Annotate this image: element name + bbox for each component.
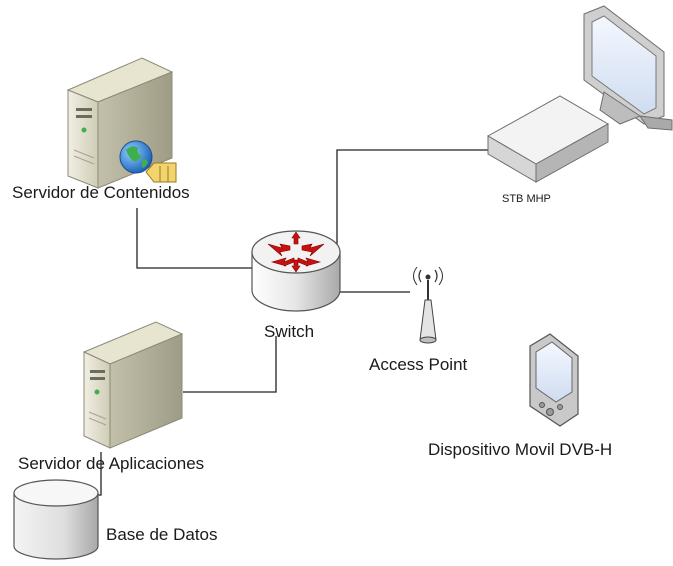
link-content-server-switch bbox=[136, 208, 256, 269]
content-server-icon bbox=[66, 57, 174, 189]
switch-icon bbox=[251, 230, 341, 312]
link-switch-stb bbox=[336, 149, 500, 260]
pda-icon bbox=[529, 333, 579, 427]
server-icon bbox=[82, 321, 184, 449]
switch-label: Switch bbox=[264, 322, 315, 341]
app-server-label: Servidor de Aplicaciones bbox=[18, 454, 205, 473]
content-server-label: Servidor de Contenidos bbox=[12, 183, 190, 202]
access-point-antenna-icon bbox=[413, 266, 443, 344]
link-switch-app-server bbox=[183, 336, 277, 393]
connector-lines bbox=[56, 149, 500, 496]
database-cylinder-icon bbox=[13, 479, 99, 560]
globe-icon bbox=[119, 140, 153, 174]
access-point-label: Access Point bbox=[369, 355, 468, 374]
stb-label: STB MHP bbox=[502, 193, 551, 205]
folder-icon bbox=[145, 162, 177, 183]
set-top-box-with-monitor-icon bbox=[486, 5, 673, 183]
database-label: Base de Datos bbox=[106, 525, 218, 544]
mobile-device-label: Dispositivo Movil DVB-H bbox=[428, 440, 613, 459]
